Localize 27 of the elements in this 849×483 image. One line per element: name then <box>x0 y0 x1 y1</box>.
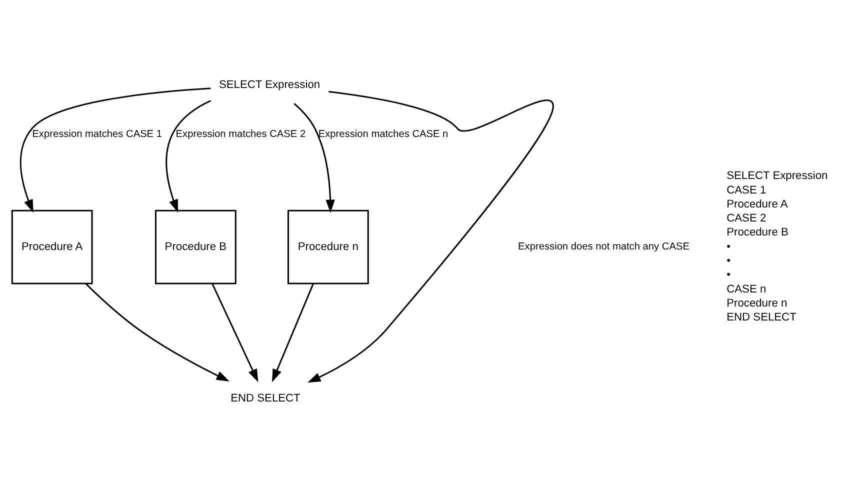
label: • <box>726 254 731 267</box>
arrow <box>85 282 230 381</box>
label: SELECT Expression <box>726 170 828 182</box>
node-box: Procedure n <box>287 209 369 284</box>
edge-label: Expression matches CASE 1 <box>32 128 162 140</box>
label: CASE 2 <box>726 212 766 224</box>
arrow <box>212 282 258 382</box>
node-text: SELECT Expression <box>218 78 320 91</box>
label: Procedure A <box>726 198 788 210</box>
edge-label: Expression matches CASE n <box>318 128 448 140</box>
node-text: END SELECT <box>230 392 300 404</box>
label: CASE n <box>726 282 766 295</box>
edge-label: Expression matches CASE 2 <box>176 128 306 140</box>
label: • <box>726 268 731 281</box>
label: Procedure B <box>726 226 788 238</box>
arrow <box>272 282 314 382</box>
arrow <box>20 87 211 212</box>
label: Procedure n <box>726 297 788 310</box>
edge-label: Expression does not match any CASE <box>518 241 690 252</box>
label: • <box>726 240 731 252</box>
arrow <box>166 99 212 212</box>
arrow <box>308 90 554 382</box>
node-box: Procedure B <box>154 209 236 284</box>
node-box: Procedure A <box>11 209 93 284</box>
label: CASE 1 <box>726 184 766 196</box>
arrow <box>294 102 335 212</box>
label: END SELECT <box>726 311 796 324</box>
